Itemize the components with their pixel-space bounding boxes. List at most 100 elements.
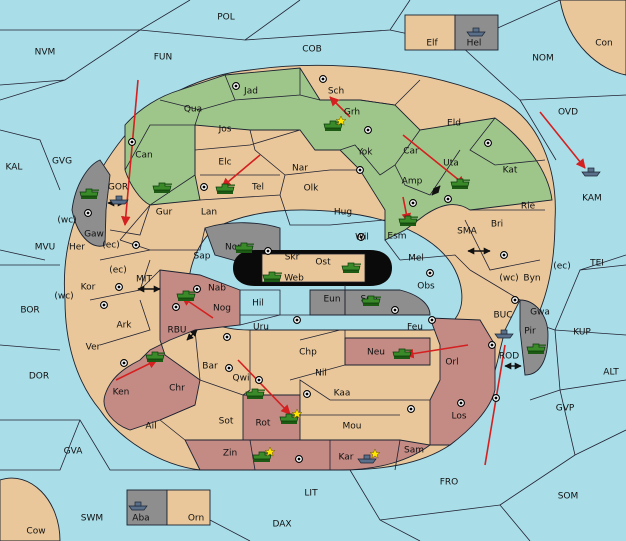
land-label-elc[interactable]: Elc bbox=[218, 158, 231, 168]
sea-label-sma[interactable]: SMA bbox=[457, 227, 477, 237]
land-label-nab[interactable]: Nab bbox=[208, 284, 226, 294]
army-icon[interactable] bbox=[262, 271, 282, 282]
land-label-chr[interactable]: Chr bbox=[169, 384, 185, 394]
sea-label-pol[interactable]: POL bbox=[217, 13, 235, 23]
land-label-lan[interactable]: Lan bbox=[201, 208, 217, 218]
land-label-sam[interactable]: Sam bbox=[404, 446, 424, 456]
land-label-neu[interactable]: Neu bbox=[367, 348, 385, 358]
land-label-nog[interactable]: Nog bbox=[213, 304, 231, 314]
land-label-kar[interactable]: Kar bbox=[339, 453, 354, 463]
land-label-mou[interactable]: Mou bbox=[343, 422, 362, 432]
land-label-ark[interactable]: Ark bbox=[116, 321, 132, 331]
land-label-hel[interactable]: Hel bbox=[467, 39, 482, 49]
army-icon[interactable] bbox=[145, 351, 165, 362]
land-label-eun[interactable]: Eun bbox=[323, 295, 340, 305]
land-label-qua[interactable]: Qua bbox=[184, 105, 202, 115]
army-icon[interactable] bbox=[152, 182, 172, 193]
land-label-obs[interactable]: Obs bbox=[417, 282, 435, 292]
army-icon[interactable] bbox=[79, 188, 99, 199]
land-label-gur[interactable]: Gur bbox=[156, 208, 173, 218]
sea-label-lit[interactable]: LIT bbox=[304, 489, 318, 499]
sea-label-swm[interactable]: SWM bbox=[81, 514, 103, 524]
army-icon[interactable] bbox=[398, 215, 418, 226]
land-label-nil[interactable]: Nil bbox=[315, 369, 327, 379]
land-label-byn[interactable]: Byn bbox=[523, 274, 540, 284]
land-label-web[interactable]: Web bbox=[284, 274, 304, 284]
fleet-icon[interactable] bbox=[109, 195, 129, 205]
land-label-feu[interactable]: Feu bbox=[407, 323, 423, 333]
sea-label-tei[interactable]: TEI bbox=[589, 259, 604, 269]
land-label-nor[interactable]: Nor bbox=[225, 243, 241, 253]
army-icon[interactable] bbox=[234, 242, 254, 253]
land-label-orl[interactable]: Orl bbox=[445, 358, 458, 368]
sea-label-alt[interactable]: ALT bbox=[603, 368, 619, 378]
land-label-elf[interactable]: Elf bbox=[426, 39, 438, 49]
land-label-yok[interactable]: Yok bbox=[356, 148, 373, 158]
sea-label-gvp[interactable]: GVP bbox=[556, 404, 575, 414]
land-label-ost[interactable]: Ost bbox=[315, 258, 331, 268]
fleet-icon[interactable] bbox=[357, 448, 381, 464]
land-label-gaw[interactable]: Gaw bbox=[84, 230, 104, 240]
sea-label-fun[interactable]: FUN bbox=[154, 53, 173, 63]
land-label-ver[interactable]: Ver bbox=[86, 343, 101, 353]
land-label-pir[interactable]: Pir bbox=[524, 327, 536, 337]
sea-label-kal[interactable]: KAL bbox=[6, 163, 23, 173]
sea-label-som[interactable]: SOM bbox=[558, 492, 579, 502]
army-icon[interactable] bbox=[245, 388, 265, 399]
land-label-zin[interactable]: Zin bbox=[223, 449, 237, 459]
region-neu[interactable] bbox=[344, 337, 431, 366]
sea-label-mvu[interactable]: MVU bbox=[35, 243, 56, 253]
land-label-kor[interactable]: Kor bbox=[81, 283, 96, 293]
sea-label-nom[interactable]: NOM bbox=[532, 54, 554, 64]
land-label-olk[interactable]: Olk bbox=[304, 184, 320, 194]
army-icon[interactable] bbox=[450, 178, 470, 189]
sea-label-gvg[interactable]: GVG bbox=[52, 157, 72, 167]
land-label-sap[interactable]: Sap bbox=[194, 252, 211, 262]
land-label-tel[interactable]: Tel bbox=[251, 183, 264, 193]
army-icon[interactable] bbox=[215, 183, 235, 194]
sea-label-bor[interactable]: BOR bbox=[20, 306, 39, 316]
land-label-uru[interactable]: Uru bbox=[253, 323, 269, 333]
region-orn[interactable] bbox=[166, 489, 211, 526]
sea-label-gva[interactable]: GVA bbox=[64, 447, 84, 457]
army-icon[interactable] bbox=[279, 408, 303, 424]
land-label-kaa[interactable]: Kaa bbox=[334, 389, 351, 399]
sea-label-cob[interactable]: COB bbox=[302, 45, 322, 55]
fleet-icon[interactable] bbox=[128, 501, 148, 511]
sea-label-dax[interactable]: DAX bbox=[272, 520, 291, 530]
sea-label-dor[interactable]: DOR bbox=[29, 372, 49, 382]
land-label-qwi[interactable]: Qwi bbox=[233, 374, 250, 384]
sea-label-buc[interactable]: BUC bbox=[493, 311, 512, 321]
land-label-wil[interactable]: Wil bbox=[355, 233, 369, 243]
land-label-bar[interactable]: Bar bbox=[202, 362, 218, 372]
land-label-kat[interactable]: Kat bbox=[503, 166, 518, 176]
fleet-icon[interactable] bbox=[466, 27, 486, 37]
sea-label-rbu[interactable]: RBU bbox=[167, 326, 186, 336]
army-icon[interactable] bbox=[526, 343, 546, 354]
land-label-rot[interactable]: Rot bbox=[256, 419, 271, 429]
land-label-chp[interactable]: Chp bbox=[299, 348, 317, 358]
sea-label-kam[interactable]: KAM bbox=[582, 194, 602, 204]
land-label-nar[interactable]: Nar bbox=[292, 164, 308, 174]
land-label-sch[interactable]: Sch bbox=[328, 87, 344, 97]
land-label-amp[interactable]: Amp bbox=[402, 177, 423, 187]
sea-label-gor[interactable]: GOR bbox=[108, 183, 128, 193]
land-label-gwa[interactable]: Gwa bbox=[530, 308, 550, 318]
land-label-hug[interactable]: Hug bbox=[334, 208, 352, 218]
army-icon[interactable] bbox=[176, 290, 196, 301]
land-label-los[interactable]: Los bbox=[451, 412, 466, 422]
land-label-sot[interactable]: Sot bbox=[219, 417, 234, 427]
land-label-eld[interactable]: Eld bbox=[447, 119, 461, 129]
sea-label-rod[interactable]: ROD bbox=[499, 352, 519, 362]
land-label-orn[interactable]: Orn bbox=[188, 514, 204, 524]
land-label-her[interactable]: Her bbox=[69, 243, 85, 253]
land-label-ail[interactable]: Ail bbox=[145, 422, 156, 432]
region-pir[interactable] bbox=[519, 299, 549, 376]
army-icon[interactable] bbox=[341, 262, 361, 273]
land-label-jad[interactable]: Jad bbox=[243, 87, 258, 97]
land-label-ken[interactable]: Ken bbox=[113, 388, 130, 398]
land-label-rie[interactable]: Rie bbox=[521, 202, 536, 212]
sea-label-nvm[interactable]: NVM bbox=[35, 48, 56, 58]
land-label-hil[interactable]: Hil bbox=[252, 299, 264, 309]
land-label-skr[interactable]: Skr bbox=[285, 253, 300, 263]
